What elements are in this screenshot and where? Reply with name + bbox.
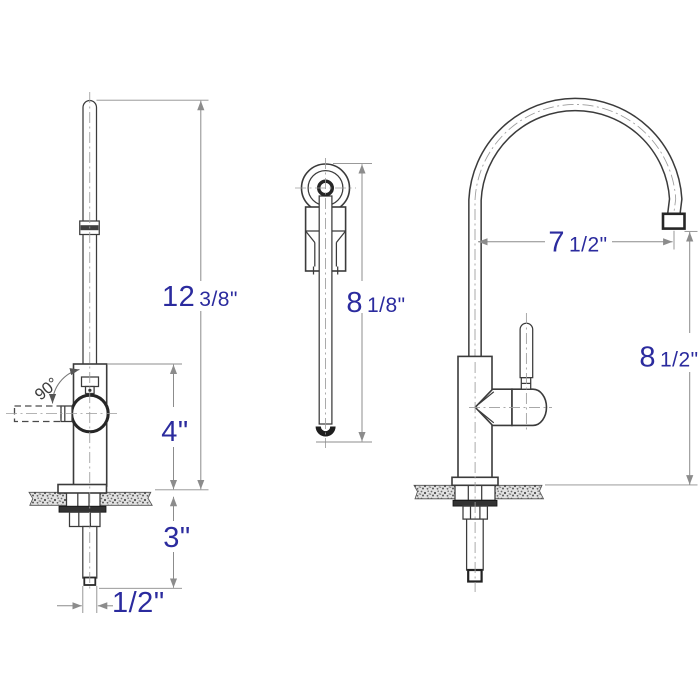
aerator-tip [661, 212, 686, 230]
valve-cone-chamfer [478, 391, 495, 405]
connector-pin [88, 388, 92, 392]
jam-nut-left [68, 511, 101, 528]
rubber-washer-left [58, 505, 107, 513]
mounting-flange-left [57, 483, 108, 494]
spout-tube-front [318, 195, 333, 425]
dimension-label-shank-diameter: 1/2" [112, 587, 165, 619]
gooseneck-spout-outline [468, 97, 683, 357]
gooseneck-centerline [474, 104, 677, 360]
front-view [295, 158, 356, 448]
spout-outlet-tip [315, 426, 336, 437]
valve-cone-chamfer [478, 410, 495, 424]
body-chamfer [305, 230, 316, 243]
handle-lever-right [519, 322, 534, 379]
left-side-view: 90° [6, 92, 153, 592]
handle-swing-arc [48, 368, 80, 404]
dimension-label-body-height: 4" [161, 416, 188, 448]
right-side-view [413, 97, 686, 592]
mounting-nut-upper-left [65, 491, 101, 509]
body-chamfer [335, 230, 347, 243]
dimension-label-shank-length: 3" [163, 522, 190, 554]
dimension-label-handle-angle: 90° [31, 374, 62, 404]
